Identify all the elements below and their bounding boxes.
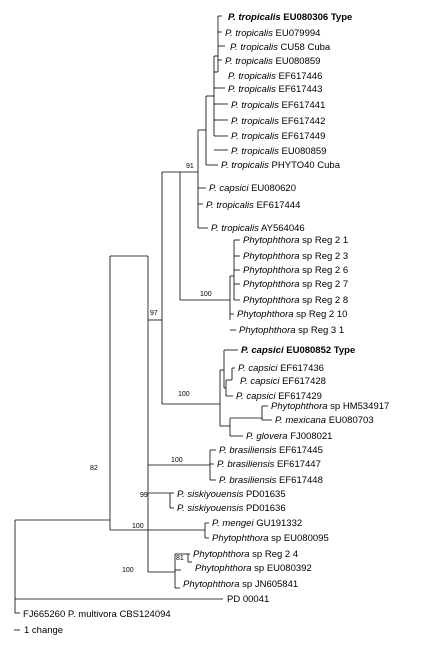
bootstrap-value: 100 [132,523,144,530]
taxon-label: P. brasiliensis EF617448 [219,475,323,486]
bootstrap-value: 99 [140,492,148,499]
bootstrap-values: 91 97 100 100 82 100 99 100 81 100 [90,163,212,574]
bootstrap-value: 81 [176,555,184,562]
taxon-label: P. tropicalis EU080859 [225,56,320,67]
tree-branches [14,15,272,614]
scale-bar-label: 1 change [24,625,63,636]
bootstrap-value: 100 [122,567,134,574]
taxon-label: Phytophthora sp Reg 2 6 [243,265,348,276]
taxon-label: P. brasiliensis EF617447 [217,459,321,470]
taxon-label: Phytophthora sp Reg 2 7 [243,279,348,290]
taxon-label: P. capsici EU080620 [209,183,296,194]
taxon-label: P. mexicana EU080703 [275,415,374,426]
taxon-label: FJ665260 P. multivora CBS124094 [23,609,171,620]
bootstrap-value: 100 [200,291,212,298]
taxon-label: P. capsici EF617436 [238,363,324,374]
taxon-label: P. tropicalis EF617442 [231,116,325,127]
taxon-label: P. capsici EU080852 Type [241,345,355,356]
taxon-label: P. tropicalis AY564046 [211,223,305,234]
taxon-label: PD 00041 [227,594,269,605]
bootstrap-value: 97 [150,310,158,317]
taxon-label: Phytophthora sp Reg 2 3 [243,251,348,262]
bootstrap-value: 82 [90,465,98,472]
taxon-label: P. tropicalis EU079994 [225,28,320,39]
taxon-label: P. capsici EF617428 [240,376,326,387]
taxon-label: P. siskiyouensis PD01635 [177,489,286,500]
taxon-label: P. tropicalis EF617444 [206,200,300,211]
taxon-label: Phytophthora sp Reg 2 8 [243,295,348,306]
taxon-label: Phytophthora sp JN605841 [183,579,298,590]
taxon-label: Phytophthora sp Reg 3 1 [239,325,344,336]
taxon-label: P. siskiyouensis PD01636 [177,503,286,514]
taxon-label: P. tropicalis EF617441 [231,100,325,111]
taxon-label: Phytophthora sp Reg 2 4 [193,549,298,560]
taxon-label: P. tropicalis EF617449 [231,131,325,142]
taxon-label: P. tropicalis EU080306 Type [228,12,352,23]
taxon-label: Phytophthora sp Reg 2 10 [237,309,347,320]
taxon-label: P. tropicalis EU080859 [231,146,326,157]
bootstrap-value: 91 [186,163,194,170]
bootstrap-value: 100 [171,457,183,464]
taxon-label: Phytophthora sp EU080392 [195,563,312,574]
taxon-label: P. brasiliensis EF617445 [219,445,323,456]
taxon-label: Phytophthora sp HM534917 [271,401,389,412]
taxon-label: P. tropicalis CU58 Cuba [230,42,331,53]
taxon-label: P. tropicalis EF617443 [228,84,322,95]
taxon-label: P. mengei GU191332 [212,518,302,529]
taxon-label: P. glovera FJ008021 [246,431,332,442]
taxon-label: Phytophthora sp EU080095 [212,533,329,544]
taxon-label: P. tropicalis PHYTO40 Cuba [221,160,341,171]
bootstrap-value: 100 [178,391,190,398]
taxon-label: P. tropicalis EF617446 [228,71,322,82]
taxon-label: P. capsici EF617429 [236,391,322,402]
taxon-labels: P. tropicalis EU080306 Type P. tropicali… [23,12,389,620]
taxon-label: Phytophthora sp Reg 2 1 [243,235,348,246]
